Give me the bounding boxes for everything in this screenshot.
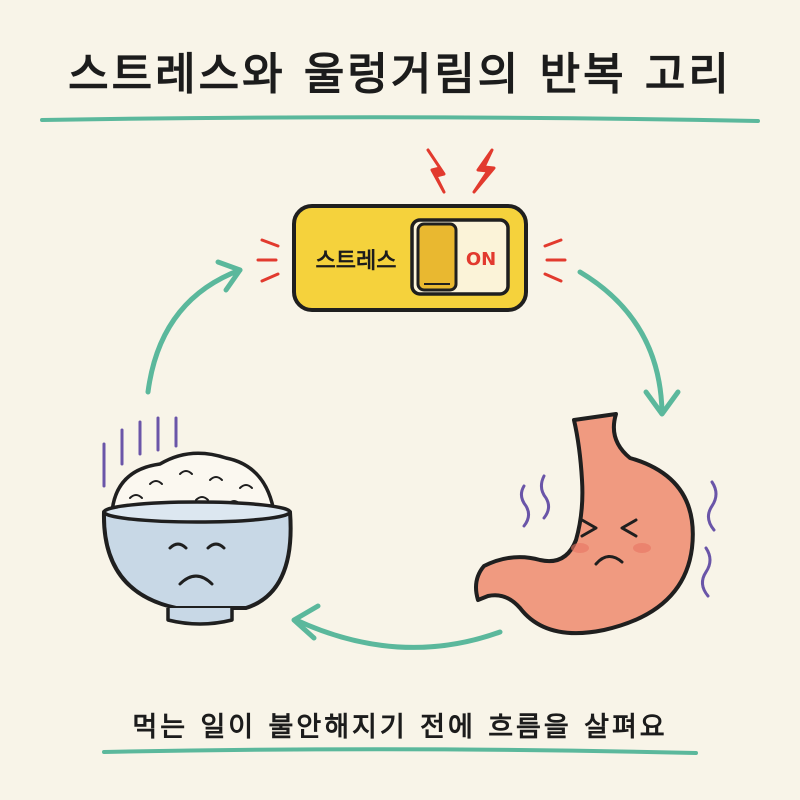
stomach-icon xyxy=(474,412,695,636)
switch-emphasis-left xyxy=(256,238,280,283)
stomach-motion-lines xyxy=(519,474,718,598)
cycle-arrow-icon xyxy=(577,269,681,417)
page-title: 스트레스와 울렁거림의 반복 고리 xyxy=(68,49,732,100)
switch-state: ON xyxy=(466,249,496,270)
stress-switch-icon: 스트레스 ON xyxy=(292,204,528,312)
lightning-icon xyxy=(426,148,496,194)
switch-label: 스트레스 xyxy=(316,249,397,274)
switch-emphasis-right xyxy=(543,238,567,283)
footer-underline xyxy=(102,747,698,755)
cycle-arrow-icon xyxy=(291,603,503,650)
cycle-arrow-icon xyxy=(145,259,243,395)
title-underline xyxy=(40,115,760,123)
rice-bowl-icon xyxy=(101,451,293,626)
footer-caption: 먹는 일이 불안해지기 전에 흐름을 살펴요 xyxy=(132,712,668,743)
bowl-motion-lines xyxy=(102,416,178,488)
